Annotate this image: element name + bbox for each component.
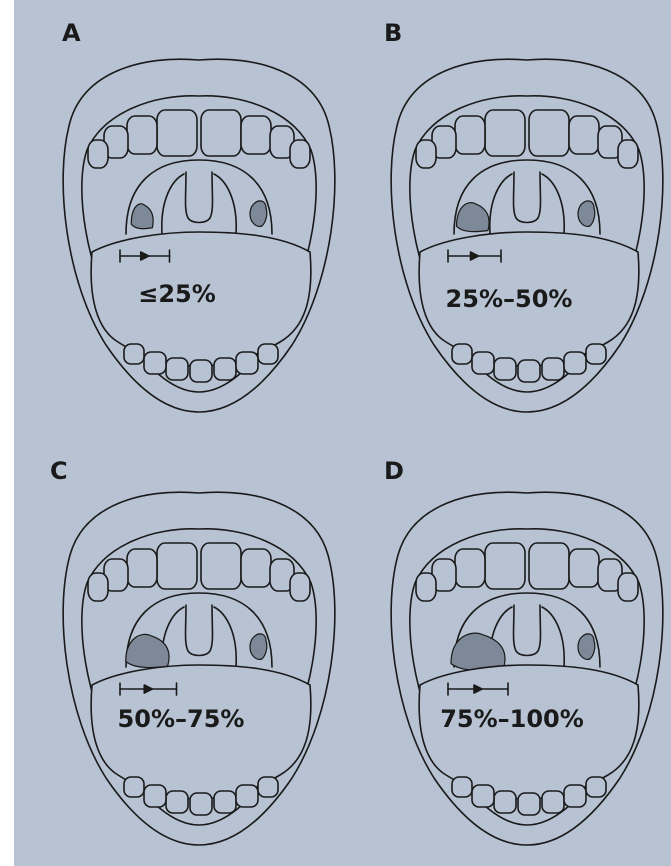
panel-a: A ≤25% [14,0,342,433]
upper-tooth [201,110,241,156]
lower-tooth [214,358,236,380]
lower-tooth [542,358,564,380]
panel-c: C 50%–75% [14,433,342,866]
lower-tooth [564,352,586,374]
right-tonsil [578,634,595,659]
lower-tooth [190,360,212,382]
right-tonsil [578,201,595,226]
lower-tooth [166,791,188,813]
upper-tooth [485,110,525,156]
grade-label-a: ≤25% [62,280,292,308]
upper-tooth [416,140,436,168]
mouth-diagram-a [14,0,342,433]
lower-tooth [258,344,278,364]
upper-tooth [618,140,638,168]
right-tonsil [250,634,267,659]
lower-tooth [190,793,212,815]
upper-tooth [455,116,485,154]
lower-tooth [518,360,540,382]
lower-tooth [564,785,586,807]
upper-tooth [416,573,436,601]
panel-d: D 75%–100% [342,433,670,866]
lower-tooth [472,352,494,374]
lower-tooth [258,777,278,797]
lower-tooth [214,791,236,813]
upper-tooth [201,543,241,589]
upper-tooth [569,116,599,154]
upper-tooth [157,543,197,589]
lower-tooth [494,358,516,380]
lower-tooth [586,777,606,797]
upper-tooth [485,543,525,589]
upper-tooth [127,116,157,154]
upper-tooth [127,549,157,587]
lower-tooth [236,352,258,374]
lower-tooth [452,777,472,797]
lower-tooth [144,352,166,374]
lower-tooth [124,344,144,364]
upper-tooth [241,116,271,154]
upper-tooth [290,140,310,168]
lower-tooth [494,791,516,813]
grade-label-c: 50%–75% [66,705,296,733]
right-tonsil [250,201,267,226]
upper-tooth [529,543,569,589]
lower-tooth [124,777,144,797]
mouth-diagram-b [342,0,670,433]
lower-tooth [452,344,472,364]
panel-b: B 25%–50% [342,0,670,433]
lower-tooth [518,793,540,815]
upper-tooth [569,549,599,587]
upper-tooth [529,110,569,156]
upper-tooth [455,549,485,587]
lower-tooth [586,344,606,364]
mouth-diagram-d [342,433,670,866]
mouth-diagram-c [14,433,342,866]
upper-tooth [88,140,108,168]
upper-tooth [157,110,197,156]
tonsil-grading-figure: A ≤25% B 25%–50% C 50%–75% D 75%–100% [14,0,671,866]
lower-tooth [542,791,564,813]
lower-tooth [472,785,494,807]
mouth-illustration [391,492,663,845]
upper-tooth [88,573,108,601]
upper-tooth [290,573,310,601]
upper-tooth [618,573,638,601]
upper-tooth [241,549,271,587]
mouth-illustration [63,492,335,845]
lower-tooth [236,785,258,807]
grade-label-d: 75%–100% [397,705,627,733]
mouth-illustration [391,59,663,412]
mouth-illustration [63,59,335,412]
lower-tooth [166,358,188,380]
lower-tooth [144,785,166,807]
grade-label-b: 25%–50% [394,285,624,313]
